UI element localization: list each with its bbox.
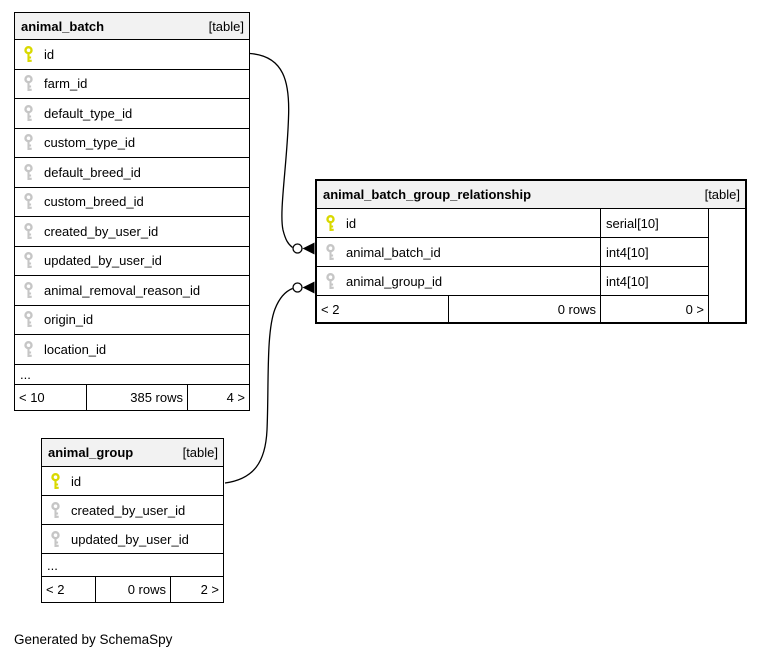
column-type: serial[10] [600, 209, 708, 238]
column-name: location_id [44, 341, 107, 357]
foreign-key-icon [51, 501, 60, 518]
column-name: custom_type_id [44, 135, 136, 151]
footer-parents-count: < 10 [15, 384, 87, 410]
table-name: animal_group [48, 445, 134, 460]
table-footer: < 2 0 rows 2 > [42, 577, 223, 602]
foreign-key-icon [51, 530, 60, 547]
fk-endpoint-arrow-animal-batch [302, 242, 315, 255]
column-name: updated_by_user_id [44, 253, 162, 269]
fk-endpoint-arrow-animal-group [302, 281, 315, 294]
column-row-id: id [317, 209, 600, 238]
foreign-key-icon [24, 311, 33, 328]
primary-key-icon [24, 45, 33, 62]
fk-connector-animal-group [224, 287, 293, 484]
column-name: animal_batch_id [346, 244, 441, 260]
primary-key-icon [326, 214, 335, 231]
column-row-id: id [15, 40, 249, 70]
column-name: animal_removal_reason_id [44, 282, 201, 298]
foreign-key-icon [24, 104, 33, 121]
table-name: animal_batch [21, 18, 105, 34]
table-header-animal-group[interactable]: animal_group [table] [42, 439, 223, 467]
column-row-updated-by-user-id: updated_by_user_id [42, 525, 223, 554]
column-name: farm_id [44, 76, 88, 92]
column-row-created-by-user-id: created_by_user_id [15, 217, 249, 247]
more-columns-ellipsis: ... [15, 365, 249, 385]
foreign-key-icon [326, 272, 335, 289]
ellipsis-text: ... [47, 557, 58, 573]
table-type-label: [table] [182, 445, 218, 460]
primary-key-icon [51, 472, 60, 489]
column-row-origin-id: origin_id [15, 305, 249, 335]
column-row-farm-id: farm_id [15, 69, 249, 99]
column-name: id [346, 215, 357, 231]
footer-children-count: 2 > [200, 582, 219, 597]
column-row-animal-removal-reason-id: animal_removal_reason_id [15, 276, 249, 306]
generated-by-caption: Generated by SchemaSpy [14, 632, 173, 647]
column-name: id [44, 46, 55, 62]
ellipsis-text: ... [20, 366, 31, 382]
footer-parents-count: < 2 [321, 301, 340, 317]
column-name: custom_breed_id [44, 194, 144, 210]
table-header-animal-batch-group-relationship[interactable]: animal_batch_group_relationship [table] [317, 181, 745, 209]
column-row-location-id: location_id [15, 335, 249, 365]
table-footer: < 10 385 rows 4 > [15, 384, 249, 410]
column-name: default_type_id [44, 105, 133, 121]
foreign-key-icon [24, 75, 33, 92]
table-animal-batch-group-relationship: animal_batch_group_relationship [table] … [315, 179, 747, 324]
column-row-animal-batch-id: animal_batch_id [317, 238, 600, 267]
column-name: id [71, 473, 82, 489]
foreign-key-icon [24, 340, 33, 357]
table-type-label: [table] [704, 187, 740, 202]
column-name: origin_id [44, 312, 94, 328]
column-row-default-breed-id: default_breed_id [15, 158, 249, 188]
more-columns-ellipsis: ... [42, 554, 223, 577]
column-row-custom-breed-id: custom_breed_id [15, 187, 249, 217]
column-row-created-by-user-id: created_by_user_id [42, 496, 223, 525]
foreign-key-icon [326, 243, 335, 260]
side-spacer-column [708, 209, 745, 322]
table-animal-batch: animal_batch [table] id farm_id default_… [14, 12, 250, 411]
footer-parents-count: < 2 [42, 577, 96, 602]
footer-row-count: 385 rows [87, 384, 188, 410]
column-type: int4[10] [600, 238, 708, 267]
table-name: animal_batch_group_relationship [323, 187, 532, 202]
table-animal-group: animal_group [table] id created_by_user_… [41, 438, 224, 603]
column-name: updated_by_user_id [71, 531, 189, 547]
foreign-key-icon [24, 193, 33, 210]
column-row-updated-by-user-id: updated_by_user_id [15, 246, 249, 276]
foreign-key-icon [24, 134, 33, 151]
footer-children-count: 0 > [600, 296, 708, 322]
foreign-key-icon [24, 252, 33, 269]
footer-row-count: 0 rows [96, 577, 171, 602]
column-row-id: id [42, 467, 223, 496]
foreign-key-icon [24, 281, 33, 298]
column-name: created_by_user_id [71, 502, 186, 518]
fk-connector-animal-batch [249, 52, 293, 249]
table-body: id serial[10] animal_batch_id int4[10] a… [317, 209, 745, 322]
fk-endpoint-circle-animal-group [292, 282, 303, 293]
column-type: int4[10] [600, 267, 708, 296]
column-row-default-type-id: default_type_id [15, 99, 249, 129]
footer-row-count: 0 rows [448, 296, 600, 322]
table-header-animal-batch[interactable]: animal_batch [table] [15, 13, 249, 40]
table-type-label: [table] [208, 18, 244, 34]
fk-endpoint-circle-animal-batch [292, 243, 303, 254]
column-name: default_breed_id [44, 164, 141, 180]
column-row-animal-group-id: animal_group_id [317, 267, 600, 296]
foreign-key-icon [24, 222, 33, 239]
column-name: animal_group_id [346, 273, 443, 289]
footer-children-count: 4 > [226, 389, 245, 405]
column-name: created_by_user_id [44, 223, 159, 239]
foreign-key-icon [24, 163, 33, 180]
column-row-custom-type-id: custom_type_id [15, 128, 249, 158]
